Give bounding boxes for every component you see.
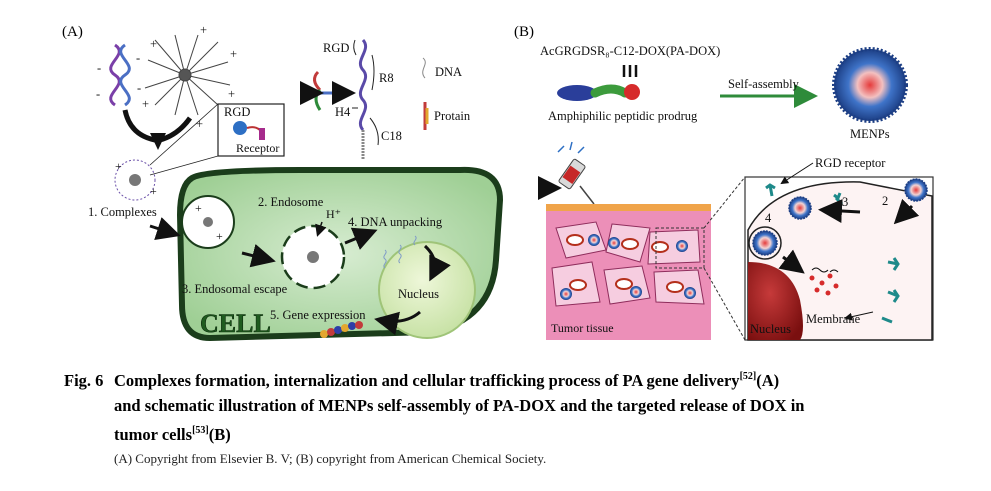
tumor-tissue: Tumor tissue <box>546 204 711 340</box>
svg-text:+: + <box>196 117 203 131</box>
svg-text:+: + <box>115 159 122 173</box>
equivalence-icon <box>622 65 638 77</box>
caption-text-1: Complexes formation, internalization and… <box>114 371 740 390</box>
panel-a-label: (A) <box>62 24 83 40</box>
step-5-number: 5 <box>790 251 796 265</box>
merge-arrow-left <box>122 109 156 143</box>
rgd-inset-label: RGD <box>224 105 250 119</box>
panel-b: (B) AcGRGDSR₈-C12-DOX(PA-DOX) Amphiphili… <box>514 24 934 341</box>
svg-text:+: + <box>230 47 237 61</box>
zoom-cell-view: Nucleus <box>744 176 934 341</box>
step1-label: 1. Complexes <box>88 205 157 219</box>
h4-label: H4 <box>335 105 351 119</box>
step3-label: 3. Endosomal escape <box>182 282 288 296</box>
panel-b-label: (B) <box>514 24 534 40</box>
figure-number: Fig. 6 <box>64 371 104 390</box>
figure-caption: Fig. 6 Complexes formation, internalizati… <box>64 364 944 467</box>
svg-text:+: + <box>150 37 157 51</box>
step4-label: 4. DNA unpacking <box>348 215 443 229</box>
panel-a: (A) -- -- ++ ++ ++ ++ <box>62 23 504 342</box>
prodrug-molecule-icon <box>557 84 640 101</box>
dna-helix-icon: - - - - <box>96 43 141 107</box>
c18-label: C18 <box>381 129 402 143</box>
caption-tail-3: (B) <box>208 425 231 444</box>
svg-text:+: + <box>142 97 149 111</box>
svg-text:-: - <box>97 61 101 75</box>
nucleus-circle <box>378 241 476 339</box>
caption-line-2: and schematic illustration of MENPs self… <box>114 396 805 415</box>
svg-text:+: + <box>228 87 235 101</box>
pa-molecule-icon: RGD R8 H4 C18 <box>300 38 402 160</box>
nucleus-label-b: Nucleus <box>750 322 791 336</box>
syringe-icon <box>538 141 595 205</box>
unpack-arrow <box>344 227 378 250</box>
step-2-number: 2 <box>882 194 888 208</box>
zoom-line-top <box>703 176 746 229</box>
r8-label: R8 <box>379 71 394 85</box>
endosome <box>241 221 346 290</box>
legend-protein-label: Protain <box>434 109 471 123</box>
rgd-top-label: RGD <box>323 41 349 55</box>
cell-word-label: CELL <box>200 309 271 338</box>
expression-arrow <box>374 310 421 336</box>
merge-arrow-right <box>159 116 193 143</box>
to-nucleus-arrow <box>423 244 451 282</box>
rgd-receptor-label: RGD receptor <box>815 156 886 170</box>
caption-line-3: tumor cells[53](B) <box>64 418 944 447</box>
svg-text:+: + <box>150 184 157 198</box>
svg-text:+: + <box>195 201 202 215</box>
formula-label: AcGRGDSR₈-C12-DOX(PA-DOX) <box>540 44 720 58</box>
step-4-number: 4 <box>765 211 772 225</box>
complex-icon: ++ <box>114 159 157 201</box>
step2-label: 2. Endosome <box>258 195 324 209</box>
menp-icon <box>832 47 908 123</box>
free-dna-icon <box>383 235 417 269</box>
rgd-receptor-pointer <box>780 162 814 185</box>
svg-text:+: + <box>216 229 223 243</box>
legend-a: DNA Protain <box>422 57 471 130</box>
svg-text:-: - <box>136 51 140 65</box>
tumor-tissue-label: Tumor tissue <box>551 321 614 335</box>
legend-dna-label: DNA <box>435 65 462 79</box>
caption-line-1: Fig. 6 Complexes formation, internalizati… <box>64 364 944 393</box>
merge-arrow-head <box>150 133 166 150</box>
step-3-number: 3 <box>842 195 848 209</box>
caption-text-3: tumor cells <box>114 425 193 444</box>
prodrug-label: Amphiphilic peptidic prodrug <box>548 109 698 123</box>
caption-ref-2: [53] <box>192 425 209 436</box>
protein-chain-icon <box>320 321 363 338</box>
membrane-label: Membrane <box>806 312 861 326</box>
pa-micelle-icon: + + + + + + <box>142 23 237 131</box>
figure-graphic: (A) -- -- ++ ++ ++ ++ <box>62 23 934 342</box>
self-assembly-label: Self-assembly <box>728 77 800 91</box>
hplus-label: H⁺ <box>326 207 341 221</box>
nucleus-label-a: Nucleus <box>398 287 439 301</box>
svg-text:-: - <box>137 81 141 95</box>
step1-complex: ++ <box>149 195 235 249</box>
step5-label: 5. Gene expression <box>270 308 366 322</box>
menps-label: MENPs <box>850 127 890 141</box>
copyright-note: (A) Copyright from Elsevier B. V; (B) co… <box>114 451 547 466</box>
svg-text:+: + <box>200 23 207 37</box>
receptor-label: Receptor <box>236 141 279 155</box>
svg-text:-: - <box>96 87 100 101</box>
caption-tail-1: (A) <box>756 371 780 390</box>
rgd-receptor-inset: RGD Receptor <box>149 103 285 176</box>
zoom-line-bottom <box>703 267 746 341</box>
caption-ref-1: [52] <box>739 371 757 382</box>
